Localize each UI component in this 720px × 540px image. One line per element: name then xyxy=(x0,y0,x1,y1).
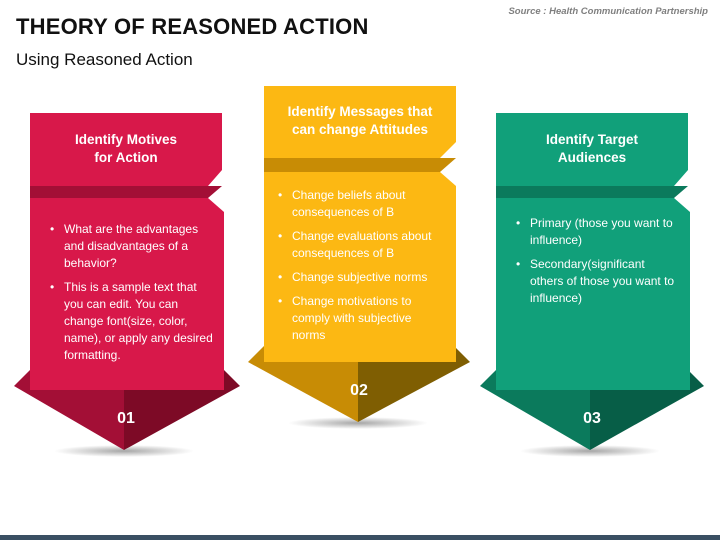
column-3-header-text: Identify Target Audiences xyxy=(496,131,688,167)
column-1-header-text: Identify Motives for Action xyxy=(30,131,222,167)
list-item: Change motivations to comply with subjec… xyxy=(276,293,446,344)
column-1-header xyxy=(30,113,222,186)
column-2-header-line-2: can change Attitudes xyxy=(291,122,429,137)
column-1-header-line-1: Identify Motives xyxy=(74,132,177,147)
column-3-header xyxy=(496,113,688,186)
column-2-header xyxy=(264,86,456,158)
column-2-header-line-1: Identify Messages that xyxy=(287,104,433,119)
list-item: This is a sample text that you can edit.… xyxy=(48,279,214,364)
bottom-bar xyxy=(0,535,720,540)
column-3-shadow xyxy=(520,445,660,457)
list-item: Change subjective norms xyxy=(276,269,446,286)
column-3-bullets: Primary (those you want to influence) Se… xyxy=(514,215,680,314)
page-title: THEORY OF REASONED ACTION xyxy=(16,14,369,39)
column-2-fold xyxy=(264,158,456,172)
source-note: Source : Health Communication Partnershi… xyxy=(508,6,708,17)
column-1-number: 01 xyxy=(117,410,135,427)
list-item: Secondary(significant others of those yo… xyxy=(514,256,680,307)
column-2-arrow-right xyxy=(358,346,470,422)
column-2-arrow-left xyxy=(248,346,358,422)
column-3-header-line-2: Audiences xyxy=(557,150,627,165)
column-2-bullets: Change beliefs about consequences of B C… xyxy=(276,187,446,351)
list-item: Change evaluations about consequences of… xyxy=(276,228,446,262)
column-1-bullets: What are the advantages and disadvantage… xyxy=(48,221,214,371)
column-2-number: 02 xyxy=(350,382,368,399)
list-item: What are the advantages and disadvantage… xyxy=(48,221,214,272)
column-2-header-text: Identify Messages that can change Attitu… xyxy=(264,103,456,139)
list-item: Primary (those you want to influence) xyxy=(514,215,680,249)
column-1-shadow xyxy=(54,445,194,457)
list-item: Change beliefs about consequences of B xyxy=(276,187,446,221)
column-3-fold xyxy=(496,186,688,198)
column-3-number: 03 xyxy=(583,410,601,427)
page-subtitle: Using Reasoned Action xyxy=(16,50,193,69)
column-2-shadow xyxy=(288,417,428,429)
column-1-fold xyxy=(30,186,222,198)
column-3-header-line-1: Identify Target xyxy=(545,132,638,147)
column-1-header-line-2: for Action xyxy=(94,150,158,165)
